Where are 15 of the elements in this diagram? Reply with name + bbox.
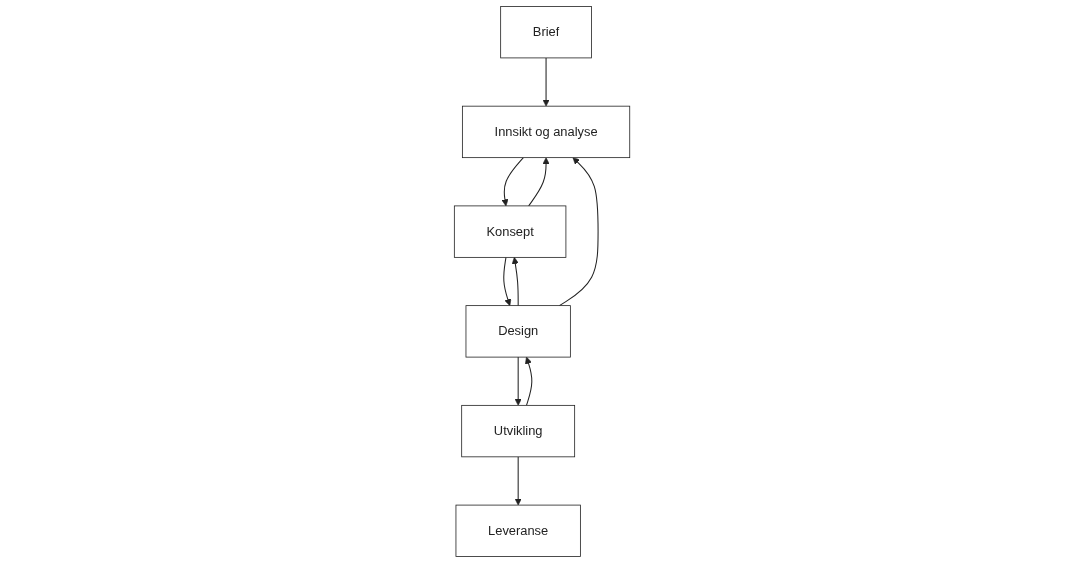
arrow	[528, 157, 550, 207]
node-box: Design	[465, 305, 571, 358]
node-box: Innsikt og analyse	[461, 105, 631, 159]
arrow	[558, 157, 599, 307]
arrow	[542, 57, 550, 107]
arrow	[514, 356, 522, 406]
arrow	[514, 456, 522, 506]
arrow	[501, 157, 524, 207]
arrow	[511, 257, 519, 307]
node-box: Brief	[500, 6, 592, 59]
arrow	[525, 356, 533, 406]
node-box: Leveranse	[455, 504, 581, 557]
node-box: Utvikling	[461, 404, 575, 458]
node-box: Konsept	[453, 205, 567, 258]
arrow	[503, 256, 512, 306]
